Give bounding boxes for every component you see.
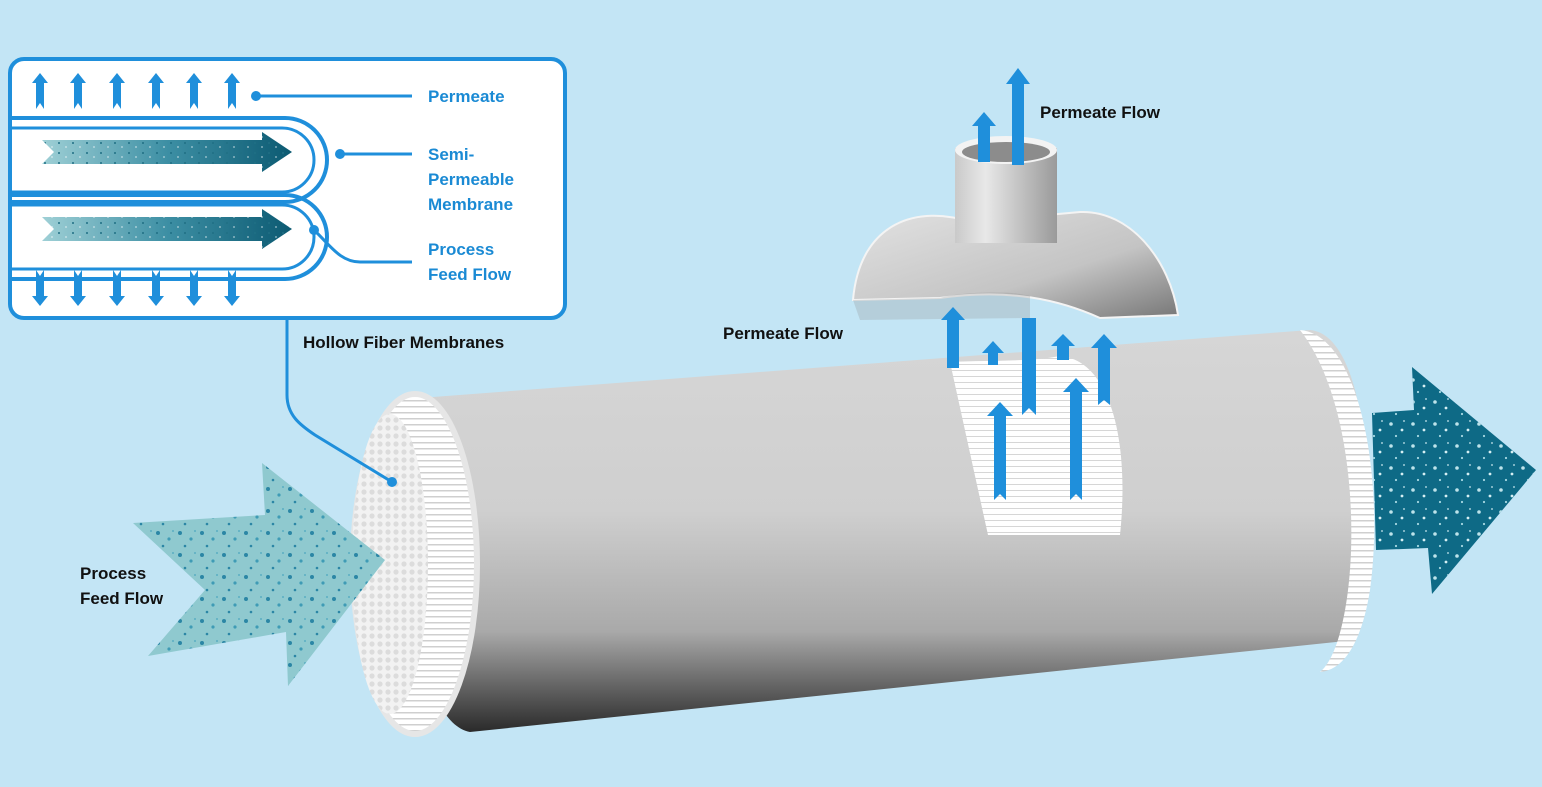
concentrate-outlet-arrow: [1372, 367, 1536, 594]
up-arrow-icon: [1063, 378, 1089, 500]
label-membrane-2: Permeable: [428, 170, 514, 189]
hollow-fiber-inset: Permeate Semi- Permeable Membrane Proces…: [8, 57, 567, 320]
up-arrow-icon: [987, 402, 1013, 500]
permeate-port: [851, 136, 1180, 320]
process-feed-arrow: [133, 463, 385, 686]
connector-dot: [387, 477, 397, 487]
label-inset-feed-1: Process: [428, 240, 494, 259]
inset-connector-line: [285, 318, 393, 484]
up-arrow-icon: [972, 112, 996, 162]
label-membrane-1: Semi-: [428, 145, 474, 164]
label-process-feed-2: Feed Flow: [80, 589, 164, 608]
leader-dot: [251, 91, 261, 101]
label-permeate: Permeate: [428, 87, 505, 106]
membrane-module: [350, 330, 1375, 737]
label-membrane-3: Membrane: [428, 195, 513, 214]
inset-fiber-1: [10, 116, 329, 204]
up-arrow-icon: [941, 307, 965, 368]
up-arrow-icon: [1051, 334, 1075, 360]
leader-dot: [309, 225, 319, 235]
up-arrow-icon: [982, 341, 1004, 365]
label-permeate-flow-top: Permeate Flow: [1040, 103, 1161, 122]
up-arrow-icon: [1091, 334, 1117, 405]
label-permeate-flow-mid: Permeate Flow: [723, 324, 844, 343]
fiber-bundle-face: [352, 414, 428, 714]
permeate-flow-arrows: [941, 68, 1117, 500]
saddle-collector: [851, 210, 1180, 320]
inset-fiber-2: [10, 193, 329, 281]
up-arrow-icon: [1006, 68, 1030, 165]
inset-leader-lines: [256, 94, 412, 264]
module-outlet-end: [1300, 330, 1375, 672]
label-inset-feed-2: Feed Flow: [428, 265, 512, 284]
leader-dot: [335, 149, 345, 159]
module-housing: [399, 330, 1368, 732]
label-process-feed-1: Process: [80, 564, 146, 583]
down-arrow-icon: [1022, 318, 1036, 415]
label-hollow-fiber-membranes: Hollow Fiber Membranes: [303, 333, 504, 352]
